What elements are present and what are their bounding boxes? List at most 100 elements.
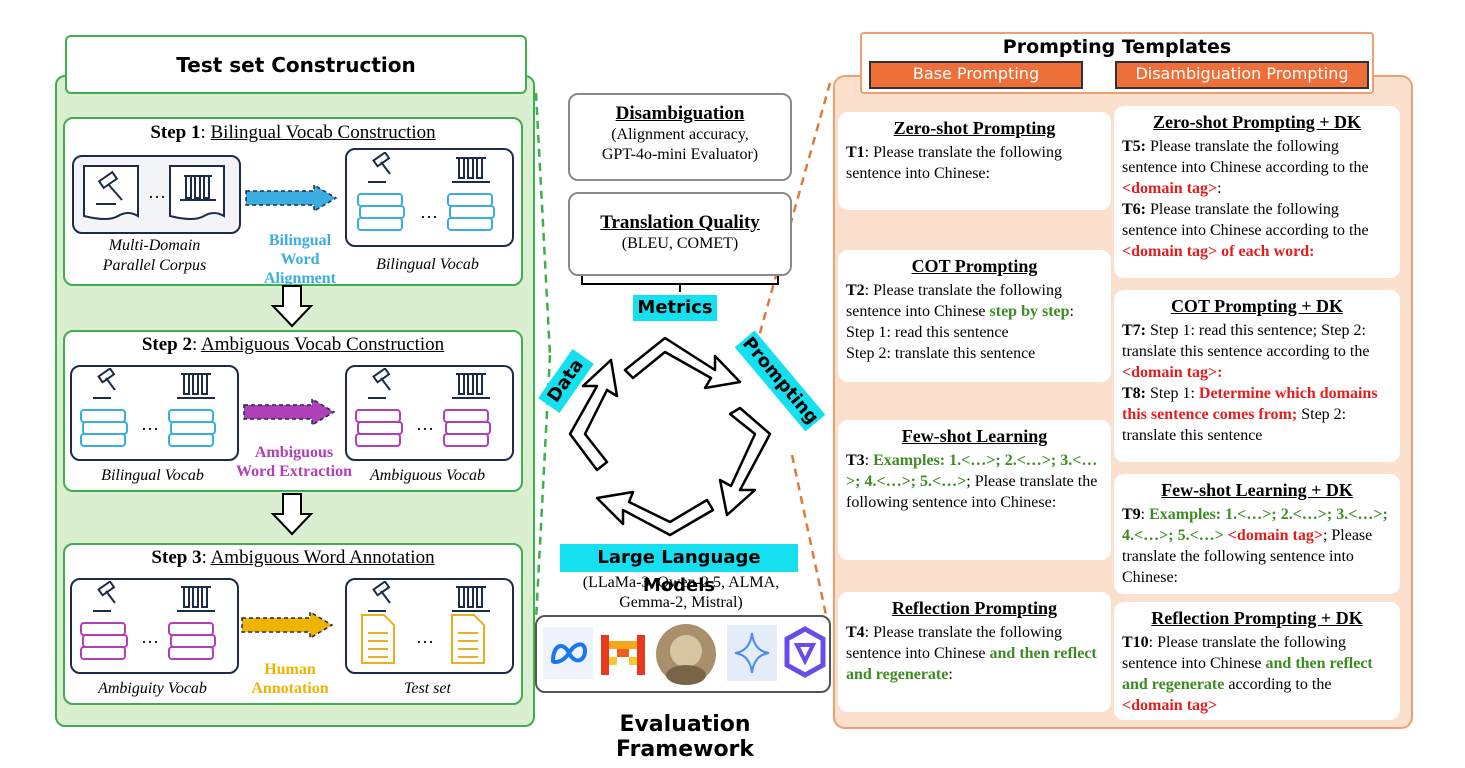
document-icon xyxy=(361,614,395,664)
purple-books-icon-2 xyxy=(168,622,216,660)
purple-books-icon xyxy=(355,409,403,447)
llm-list-line2: Gemma-2, Mistral) xyxy=(619,594,743,611)
prompting-templates-title: Prompting Templates xyxy=(1002,36,1232,58)
document-icon-2 xyxy=(451,614,485,664)
bilingual-vocab-caption-2: Bilingual Vocab xyxy=(101,467,204,484)
base-prompting-tab: Base Prompting xyxy=(869,61,1083,89)
ellipsis: … xyxy=(416,414,434,434)
t2-text: T2: Please translate the following sente… xyxy=(846,282,1074,320)
translation-quality-metric-box: Translation Quality (BLEU, COMET) xyxy=(568,192,792,276)
bilingual-vocab-icons: … xyxy=(357,152,495,231)
t8-text: T8: Step 1: Determine which domains this… xyxy=(1122,385,1378,444)
llm-tag: Large Language Models xyxy=(560,544,798,596)
bilingual-vocab-caption-1: Bilingual Vocab xyxy=(376,256,479,273)
translation-quality-title: Translation Quality xyxy=(600,212,760,233)
mistral-logo-icon xyxy=(601,635,645,675)
t2-step1: Step 1: read this sentence xyxy=(846,324,1009,341)
zero-shot-dk-title: Zero-shot Prompting + DK xyxy=(1152,112,1362,132)
reflection-title: Reflection Prompting xyxy=(891,598,1058,618)
ambiguous-vocab-caption: Ambiguous Vocab xyxy=(369,467,486,484)
ambiguity-vocab-icons: … xyxy=(80,581,216,660)
test-set-caption: Test set xyxy=(404,680,451,697)
gemma-logo-icon xyxy=(727,625,777,681)
blue-books-icon xyxy=(357,193,405,231)
step2-title: Step 2: Ambiguous Vocab Construction xyxy=(141,334,445,355)
ellipsis: … xyxy=(141,414,159,434)
evaluation-framework-title: Evaluation Framework xyxy=(615,712,755,762)
cycle-arrows-icon xyxy=(568,336,772,537)
step1-title: Step 1: Bilingual Vocab Construction xyxy=(150,122,436,143)
ellipsis: … xyxy=(416,627,434,647)
t2-step2: Step 2: translate this sentence xyxy=(846,345,1036,362)
cot-dk-title: COT Prompting + DK xyxy=(1170,296,1344,316)
llm-logos-box xyxy=(535,615,831,693)
t3-text: T3: Examples: 1.<…>; 2.<…>; 3.<…>; 4.<…>… xyxy=(846,452,1098,511)
down-arrow-icon xyxy=(270,285,314,328)
test-tubes-icon xyxy=(177,373,215,399)
t6-text: T6: Please translate the following sente… xyxy=(1122,201,1369,260)
llm-list-line1: (LLaMa-3, Qwen-2.5, ALMA, xyxy=(582,574,780,591)
ambiguous-vocab-icons: … xyxy=(355,368,491,447)
down-arrow-icon-2 xyxy=(270,493,314,536)
test-tubes-icon xyxy=(452,157,490,183)
disambiguation-line2: GPT-4o-mini Evaluator) xyxy=(601,146,759,163)
few-shot-dk-card: Few-shot Learning + DK T9: Examples: 1.<… xyxy=(1114,474,1400,594)
gavel-icon xyxy=(368,152,391,183)
zero-shot-title: Zero-shot Prompting xyxy=(893,118,1056,138)
t1-text: T1: Please translate the following sente… xyxy=(846,144,1062,182)
yellow-arrow-icon xyxy=(241,610,334,640)
disambiguation-metric-box: Disambiguation (Alignment accuracy, GPT-… xyxy=(568,93,792,181)
purple-arrow-icon xyxy=(243,397,336,427)
ambiguity-vocab-caption: Ambiguity Vocab xyxy=(98,680,207,697)
test-set-construction-title: Test set Construction xyxy=(65,35,527,94)
document-tubes-icon xyxy=(169,165,225,220)
blue-books-icon xyxy=(80,409,128,447)
ellipsis: … xyxy=(420,202,438,222)
gavel-icon xyxy=(93,581,116,612)
few-shot-card: Few-shot Learning T3: Examples: 1.<…>; 2… xyxy=(838,420,1111,560)
purple-books-icon xyxy=(80,622,128,660)
blue-books-icon-2 xyxy=(168,409,216,447)
blue-books-icon-2 xyxy=(447,193,495,231)
t4-text: T4: Please translate the following sente… xyxy=(846,624,1097,683)
cot-card: COT Prompting T2: Please translate the f… xyxy=(838,250,1111,382)
step3-title: Step 3: Ambiguous Word Annotation xyxy=(151,547,435,568)
t10-text: T10: Please translate the following sent… xyxy=(1122,634,1373,714)
test-tubes-icon xyxy=(177,586,215,612)
reflection-dk-title: Reflection Prompting + DK xyxy=(1151,608,1363,628)
test-set-icons: … xyxy=(361,581,490,664)
reflection-dk-card: Reflection Prompting + DK T10: Please tr… xyxy=(1114,602,1400,720)
few-shot-title: Few-shot Learning xyxy=(901,426,1048,446)
blue-arrow-icon xyxy=(245,183,338,213)
meta-logo-icon xyxy=(543,627,593,679)
disambiguation-title: Disambiguation xyxy=(615,103,745,124)
test-tubes-icon xyxy=(452,586,490,612)
translation-quality-line1: (BLEU, COMET) xyxy=(621,235,739,252)
purple-books-icon-2 xyxy=(443,409,491,447)
t7-text: T7: Step 1: read this sentence; Step 2: … xyxy=(1122,322,1370,381)
disambiguation-line1: (Alignment accuracy, xyxy=(611,126,749,143)
few-shot-dk-title: Few-shot Learning + DK xyxy=(1161,480,1353,500)
t9-text: T9: Examples: 1.<…>; 2.<…>; 3.<…>; 4.<…>… xyxy=(1122,506,1388,586)
zero-shot-card: Zero-shot Prompting T1: Please translate… xyxy=(838,112,1111,210)
cot-title: COT Prompting xyxy=(911,256,1038,276)
metrics-bracket xyxy=(581,276,779,292)
alma-logo-icon xyxy=(656,624,716,685)
gavel-icon xyxy=(93,368,116,399)
metrics-tag: Metrics xyxy=(633,295,717,321)
zero-shot-dk-card: Zero-shot Prompting + DK T5: Please tran… xyxy=(1114,106,1400,278)
ellipsis: … xyxy=(148,182,166,202)
test-tubes-icon xyxy=(452,373,490,399)
bilingual-vocab-icons-2: … xyxy=(80,368,216,447)
cot-dk-card: COT Prompting + DK T7: Step 1: read this… xyxy=(1114,290,1400,462)
parallel-corpus-icons: … xyxy=(83,165,225,220)
gavel-icon xyxy=(368,368,391,399)
document-gavel-icon xyxy=(83,165,139,220)
llm-list: (LLaMa-3, Qwen-2.5, ALMA, Gemma-2, Mistr… xyxy=(550,573,812,613)
t5-text: T5: Please translate the following sente… xyxy=(1122,138,1369,197)
ellipsis: … xyxy=(141,627,159,647)
